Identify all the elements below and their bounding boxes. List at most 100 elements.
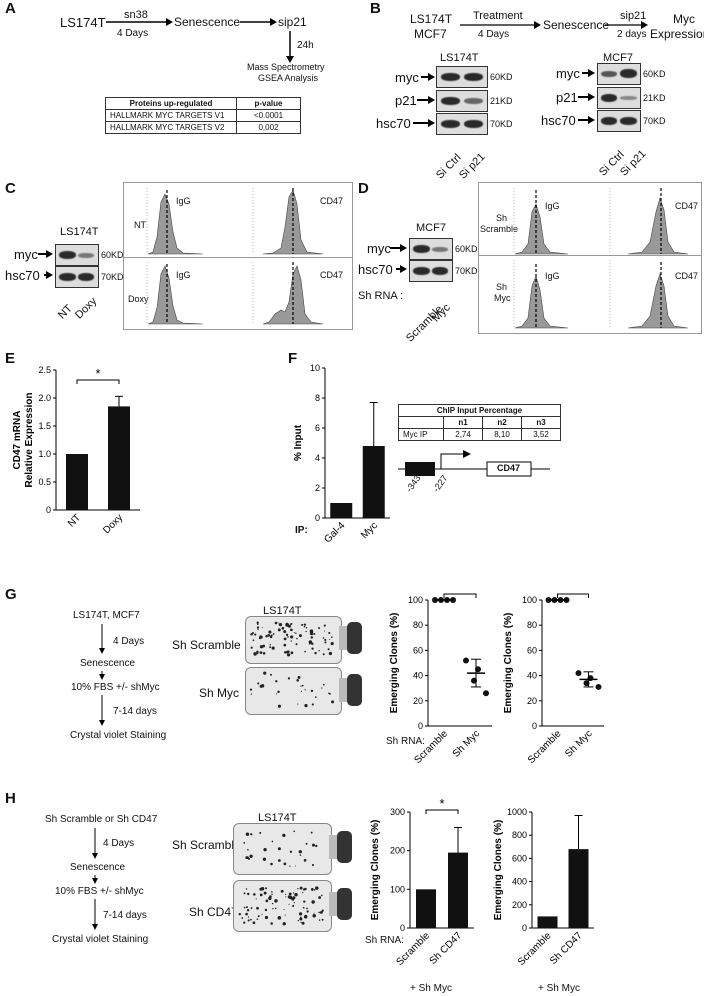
panel-f-label: F: [288, 350, 298, 367]
y-tick-label: 300: [390, 807, 405, 817]
colony-dot: [303, 914, 308, 919]
f-promoter-diagram: [398, 450, 550, 477]
y-tick-label: 4: [315, 453, 320, 463]
colony-dot: [259, 831, 262, 834]
colony-dot: [302, 906, 305, 909]
significance-star: *: [457, 590, 462, 595]
colony-dot: [243, 892, 246, 895]
colony-dot: [298, 634, 302, 638]
bar: [568, 849, 589, 928]
data-point: [483, 690, 489, 697]
panel-e-label: E: [5, 350, 16, 367]
colony-dot: [310, 689, 314, 693]
colony-dot: [247, 848, 249, 851]
colony-dot: [290, 623, 293, 626]
colony-dot: [290, 651, 294, 655]
colony-dot: [313, 633, 316, 635]
colony-dot: [296, 637, 298, 640]
f-table-cell: 3,52: [521, 428, 561, 441]
colony-dot: [267, 633, 271, 637]
colony-dot: [245, 888, 248, 890]
f-chip-table: ChIP Input Percentage n1 n2 n3 Myc IP 2,…: [398, 404, 561, 441]
colony-dot: [287, 636, 289, 638]
colony-dot: [319, 910, 323, 914]
colony-dot: [245, 906, 248, 909]
colony-dot: [289, 850, 293, 853]
colony-dot: [305, 626, 308, 629]
panel-a-label: A: [5, 0, 16, 17]
c-blot-myc-band: [55, 244, 99, 266]
colony-dot: [259, 651, 263, 654]
b-blot2-row-p21: p21: [556, 90, 578, 105]
g-flow-3: Senescence: [80, 658, 136, 669]
colony-dot: [277, 628, 281, 632]
colony-dot: [256, 652, 259, 655]
b-senescence: Senescence: [543, 18, 610, 32]
colony-dot: [283, 643, 287, 647]
colony-dot: [258, 637, 261, 640]
a-step1-sub: 4 Days: [117, 28, 149, 39]
colony-dot: [301, 623, 304, 626]
b-cell-line-1: LS174T: [410, 12, 453, 26]
a-step2: Senescence: [174, 15, 241, 29]
f-ip-label: IP:: [295, 525, 308, 536]
h-flask-caps: [329, 831, 352, 920]
f-table-cell: 2,74: [443, 428, 483, 441]
y-tick-label: 0: [46, 505, 51, 515]
c-histograms: [146, 188, 324, 325]
h-flask-label-shcd47: Sh CD47: [189, 905, 238, 919]
colony-dot: [329, 638, 331, 641]
b-blot1-size-60: 60KD: [490, 72, 513, 82]
colony-dot: [265, 887, 268, 890]
f-tss-arrow: [440, 453, 465, 469]
d-shrna-label: Sh RNA :: [358, 290, 404, 302]
colony-dot: [272, 908, 274, 910]
y-tick-label: 60: [527, 645, 537, 655]
y-axis-label: % Input: [293, 424, 304, 461]
a-table: Proteins up-regulated p-value HALLMARK M…: [105, 97, 301, 134]
d-row-label-sh-2: Sh: [496, 282, 508, 292]
colony-dot: [247, 916, 250, 918]
colony-dot: [264, 908, 268, 912]
g-flask-title: LS174T: [263, 605, 302, 617]
colony-dot: [282, 922, 286, 926]
bar: [537, 916, 558, 928]
colony-dot: [301, 921, 305, 925]
colony-dot: [292, 896, 296, 900]
colony-dot: [290, 640, 292, 642]
d-hist-scramble-cd47: [627, 196, 689, 255]
d-blot-title: MCF7: [416, 222, 446, 234]
a-step4: 24h: [297, 40, 314, 51]
colony-dot: [287, 895, 291, 899]
x-tick-label: Scramble: [526, 728, 564, 766]
colony-dot: [321, 909, 324, 912]
y-axis-label: CD47 mRNA: [12, 411, 23, 470]
colony-dot: [304, 650, 306, 653]
colony-dot: [285, 650, 289, 654]
colony-dot: [257, 623, 259, 626]
colony-dot: [247, 892, 250, 896]
colony-dot: [298, 850, 302, 854]
colony-dot: [313, 889, 316, 891]
colony-dot: [260, 887, 265, 891]
colony-dot: [297, 888, 299, 890]
a-cell-line: LS174T: [60, 15, 106, 30]
y-tick-label: 600: [512, 853, 527, 863]
colony-dot: [318, 627, 321, 630]
f-gene-label: CD47: [497, 463, 521, 473]
colony-dot: [293, 830, 295, 833]
panel-b-label: B: [370, 0, 381, 17]
colony-dot: [300, 690, 302, 692]
b-blot1-hsc70-band: [436, 113, 488, 135]
colony-dot: [299, 854, 302, 856]
b-blot2-arrows: [578, 69, 595, 124]
colony-dot: [304, 704, 308, 708]
colony-dot: [271, 893, 273, 896]
colony-dot: [247, 857, 251, 860]
d-blot-arrows: [390, 244, 407, 273]
a-step1: sn38: [124, 9, 148, 21]
c-facs-divider: [123, 257, 352, 258]
a-arrows: [106, 18, 294, 63]
colony-dot: [285, 893, 287, 896]
